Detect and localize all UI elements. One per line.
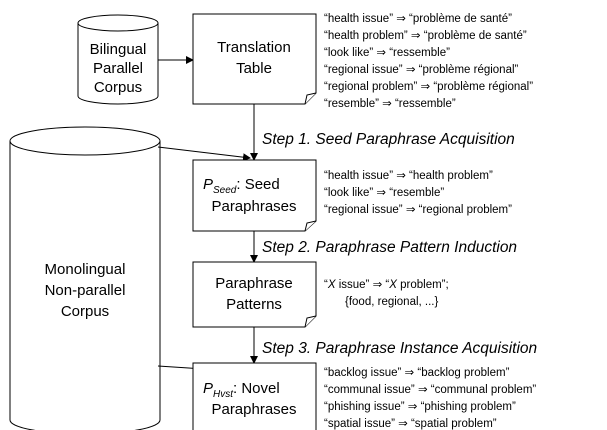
step3-label: Step 3. Paraphrase Instance Acquisition — [262, 340, 537, 357]
translation-example: “health issue” ⇒ “problème de santé” — [324, 13, 512, 25]
novel-box-title: PHvst: Novel — [203, 380, 280, 400]
seed-subscript: Seed — [213, 185, 237, 196]
novel-example: “spatial issue” ⇒ “spatial problem” — [324, 418, 497, 430]
paraphrase-patterns-box: Paraphrase Patterns — [192, 261, 317, 328]
step2-label: Step 2. Paraphrase Pattern Induction — [262, 239, 517, 256]
novel-paraphrases-box: PHvst: Novel Paraphrases — [192, 362, 317, 430]
step1-label: Step 1. Seed Paraphrase Acquisition — [262, 131, 515, 148]
seed-title-rest: : Seed — [236, 176, 279, 193]
pattern-example: “X issue” ⇒ “X problem”; {food, regional… — [324, 279, 449, 308]
seed-symbol: P — [203, 176, 213, 193]
monolingual-corpus-cylinder: Monolingual Non-parallel Corpus — [9, 126, 161, 430]
seed-examples: “health issue” ⇒ “health problem” “look … — [324, 170, 512, 216]
seed-example: “look like” ⇒ “resemble” — [324, 187, 444, 199]
seed-example: “regional issue” ⇒ “regional problem” — [324, 204, 512, 216]
monolingual-corpus-label-2: Non-parallel — [45, 282, 126, 299]
bilingual-corpus-label-1: Bilingual — [90, 41, 147, 58]
translation-example: “resemble” ⇒ “ressemble” — [324, 98, 456, 110]
seed-box-label-2: Paraphrases — [211, 198, 296, 215]
translation-example: “regional issue” ⇒ “problème régional” — [324, 64, 519, 76]
monolingual-corpus-label-1: Monolingual — [45, 261, 126, 278]
pattern-example-line-2: {food, regional, ...} — [345, 296, 439, 308]
novel-example: “communal issue” ⇒ “communal problem” — [324, 384, 536, 396]
translation-examples: “health issue” ⇒ “problème de santé” “he… — [324, 13, 533, 110]
arrow-corpus-to-step1 — [157, 146, 251, 162]
novel-symbol: P — [203, 380, 213, 397]
seed-example: “health issue” ⇒ “health problem” — [324, 170, 493, 182]
bilingual-corpus-cylinder: Bilingual Parallel Corpus — [77, 14, 159, 105]
translation-example: “regional problem” ⇒ “problème régional” — [324, 81, 533, 93]
translation-table-label-1: Translation — [217, 39, 291, 56]
seed-box-title: PSeed: Seed — [203, 176, 280, 196]
novel-subscript: Hvst — [213, 389, 234, 400]
translation-example: “look like” ⇒ “ressemble” — [324, 47, 450, 59]
translation-example: “health problem” ⇒ “problème de santé” — [324, 30, 527, 42]
patterns-box-label-2: Patterns — [226, 296, 282, 313]
bilingual-corpus-label-2: Parallel — [93, 60, 143, 77]
pattern-example-line-1: “X issue” ⇒ “X problem”; — [324, 279, 449, 291]
seed-paraphrases-box: PSeed: Seed Paraphrases — [192, 159, 317, 232]
novel-box-label-2: Paraphrases — [211, 401, 296, 418]
novel-example: “phishing issue” ⇒ “phishing problem” — [324, 401, 516, 413]
monolingual-corpus-label-3: Corpus — [61, 303, 109, 320]
novel-examples: “backlog issue” ⇒ “backlog problem” “com… — [324, 367, 536, 430]
translation-table-box: Translation Table — [192, 13, 317, 105]
bilingual-corpus-label-3: Corpus — [94, 79, 142, 96]
translation-table-label-2: Table — [236, 60, 272, 77]
patterns-box-label-1: Paraphrase — [215, 275, 293, 292]
novel-title-rest: : Novel — [233, 380, 280, 397]
novel-example: “backlog issue” ⇒ “backlog problem” — [324, 367, 510, 379]
